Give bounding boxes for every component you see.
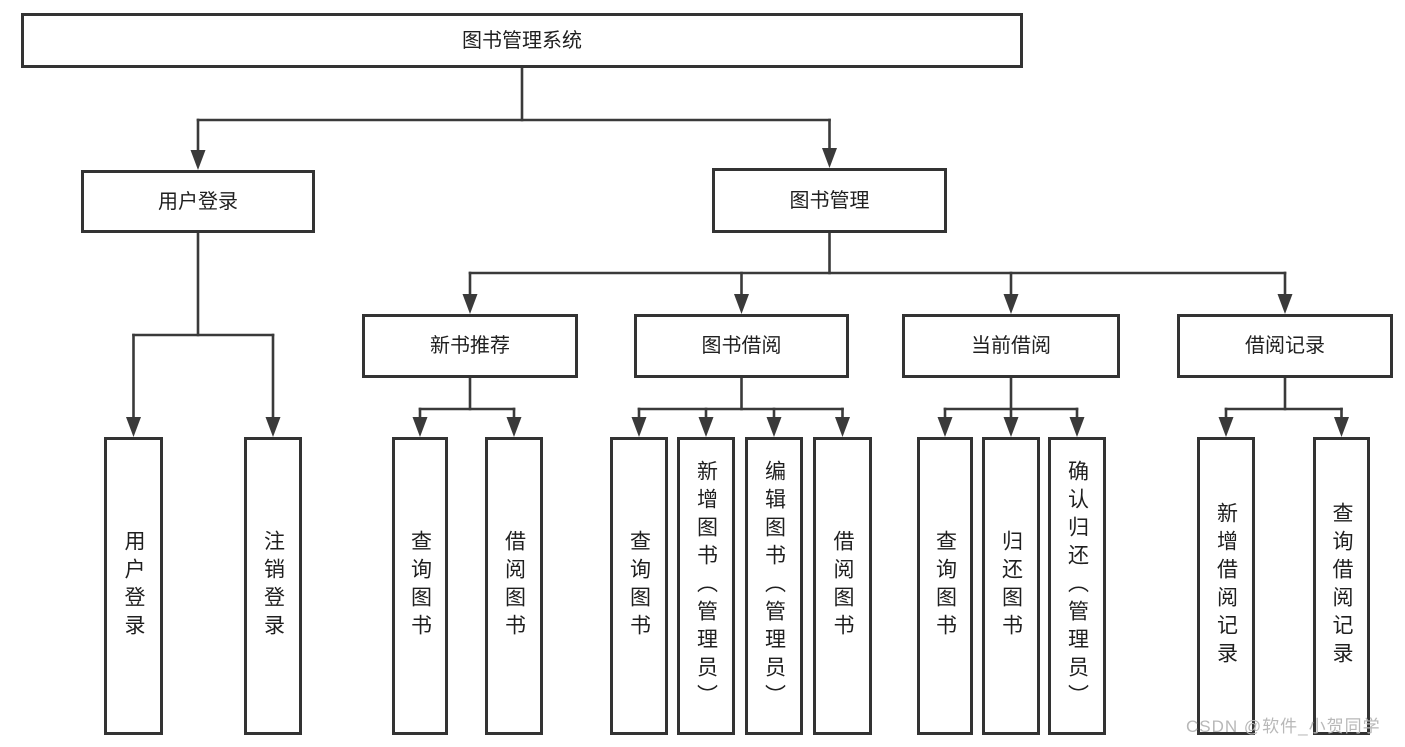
arrowhead-icon — [835, 417, 850, 437]
node-label: 查询图书 — [627, 530, 651, 642]
arrowhead-icon — [1277, 294, 1293, 314]
arrowhead-icon — [937, 417, 953, 437]
node-ul-logout: 注销登录 — [244, 437, 302, 735]
node-br-query: 查询借阅记录 — [1313, 437, 1370, 735]
node-bb-add: 新增图书（管理员） — [677, 437, 735, 735]
arrowhead-icon — [698, 417, 714, 437]
arrowhead-icon — [1003, 417, 1019, 437]
node-cb-confirm: 确认归还（管理员） — [1048, 437, 1106, 735]
node-bb-query: 查询图书 — [610, 437, 668, 735]
node-current-borrow: 当前借阅 — [902, 314, 1120, 378]
arrowhead-icon — [631, 417, 647, 437]
node-br-add: 新增借阅记录 — [1197, 437, 1255, 735]
node-label: 查询图书 — [933, 530, 957, 642]
arrowhead-icon — [1218, 417, 1234, 437]
node-user-login: 用户登录 — [81, 170, 315, 233]
arrowhead-icon — [506, 417, 522, 437]
arrowhead-icon — [190, 150, 206, 170]
node-label: 图书管理系统 — [462, 29, 582, 52]
node-book-mgmt: 图书管理 — [712, 168, 947, 233]
node-label: 图书借阅 — [701, 335, 782, 357]
node-label: 归还图书 — [999, 530, 1023, 642]
arrowhead-icon — [1003, 294, 1019, 314]
node-bb-edit: 编辑图书（管理员） — [745, 437, 803, 735]
watermark: CSDN @软件_小贺同学 — [1186, 717, 1381, 736]
node-label: 借阅记录 — [1245, 335, 1325, 357]
node-label: 确认归还（管理员） — [1065, 460, 1089, 712]
node-borrow-records: 借阅记录 — [1177, 314, 1393, 378]
node-label: 用户登录 — [158, 190, 238, 213]
node-label: 当前借阅 — [971, 335, 1051, 357]
node-cb-query: 查询图书 — [917, 437, 973, 735]
node-nb-query: 查询图书 — [392, 437, 448, 735]
node-label: 新书推荐 — [430, 335, 510, 357]
node-ul-login: 用户登录 — [104, 437, 163, 735]
node-label: 借阅图书 — [502, 530, 526, 642]
arrowhead-icon — [462, 294, 478, 314]
node-cb-return: 归还图书 — [982, 437, 1040, 735]
arrowhead-icon — [1069, 417, 1085, 437]
arrowhead-icon — [126, 417, 141, 437]
node-label: 新增图书（管理员） — [694, 460, 718, 712]
node-nb-borrow: 借阅图书 — [485, 437, 543, 735]
node-bb-borrow: 借阅图书 — [813, 437, 872, 735]
node-label: 用户登录 — [122, 530, 145, 642]
arrowhead-icon — [822, 148, 837, 168]
node-label: 借阅图书 — [831, 530, 854, 642]
node-label: 注销登录 — [261, 530, 285, 642]
node-label: 编辑图书（管理员） — [762, 460, 786, 712]
arrowhead-icon — [412, 417, 428, 437]
arrowhead-icon — [734, 294, 749, 314]
node-root: 图书管理系统 — [21, 13, 1023, 68]
arrowhead-icon — [265, 417, 281, 437]
arrowhead-icon — [766, 417, 782, 437]
arrowhead-icon — [1334, 417, 1349, 437]
node-new-book: 新书推荐 — [362, 314, 578, 378]
node-label: 图书管理 — [789, 189, 870, 212]
node-book-borrow: 图书借阅 — [634, 314, 849, 378]
node-label: 查询图书 — [408, 530, 432, 642]
node-label: 查询借阅记录 — [1330, 502, 1353, 670]
node-label: 新增借阅记录 — [1214, 502, 1238, 670]
